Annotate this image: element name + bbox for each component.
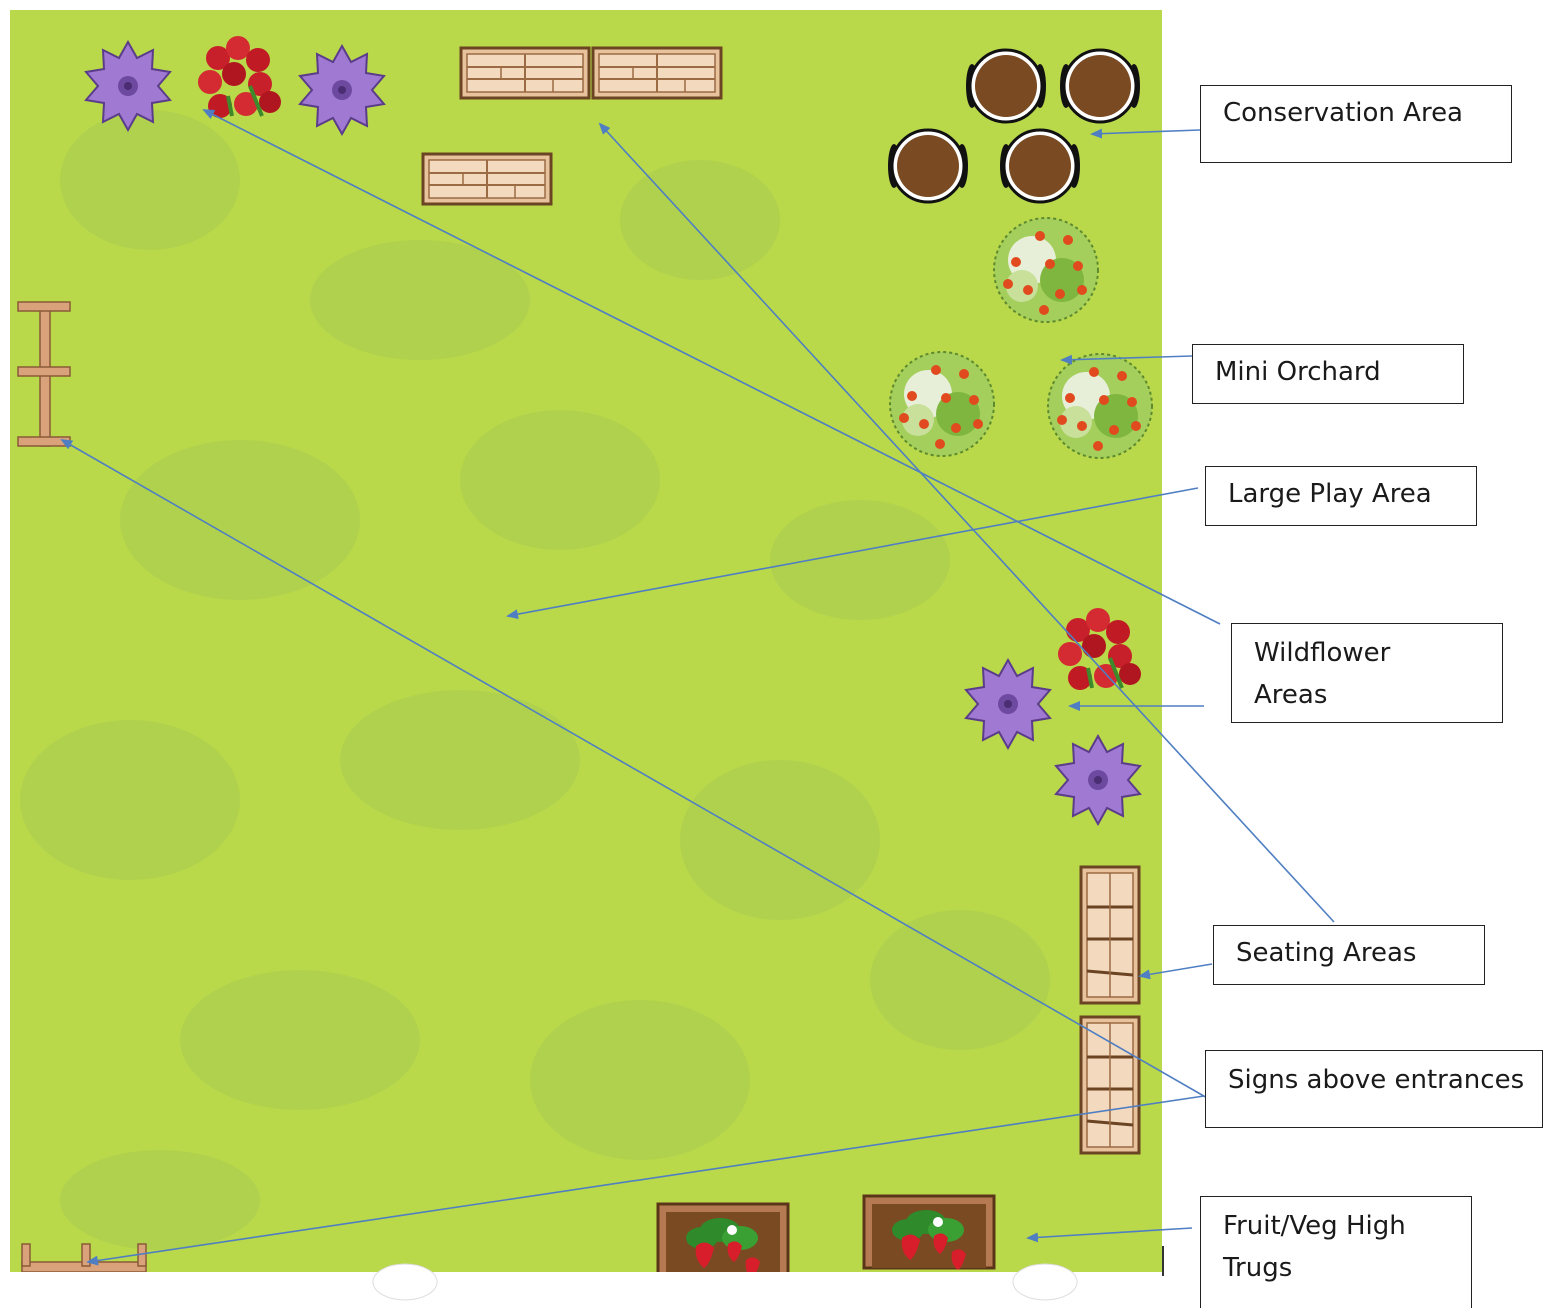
label-seating-text: Seating Areas [1236, 938, 1417, 968]
arrow-signs-left [60, 439, 1257, 1127]
arrow-play [506, 487, 1199, 620]
orchard-tree-3 [1047, 353, 1153, 459]
label-signs-entrances: Signs above entrances [1205, 1050, 1543, 1128]
scale-bar-strip [10, 1272, 1170, 1308]
label-conservation-area: Conservation Area [1200, 85, 1512, 163]
label-trugs-text-2: Trugs [1223, 1253, 1293, 1283]
trug-1 [656, 1202, 790, 1280]
grass-texture [20, 110, 1050, 1250]
arrow-conservation [1090, 128, 1201, 139]
bench-top-1 [459, 46, 591, 100]
label-signs-text: Signs above entrances [1228, 1065, 1525, 1095]
label-seating-areas: Seating Areas [1213, 925, 1485, 985]
label-play-text: Large Play Area [1228, 479, 1432, 509]
label-fruit-veg-trugs: Fruit/Veg High Trugs [1200, 1196, 1472, 1308]
label-mini-orchard: Mini Orchard [1192, 344, 1464, 404]
bench-right-2 [1079, 1015, 1141, 1155]
label-conservation-text: Conservation Area [1223, 98, 1463, 128]
arrow-seating-right [1138, 963, 1213, 980]
scale-bar-knob-right [1012, 1263, 1078, 1301]
label-wildflower-areas: Wildflower Areas [1231, 623, 1503, 723]
label-wildflower-text-1: Wildflower [1254, 638, 1391, 668]
bench-right-1 [1079, 865, 1141, 1005]
label-orchard-text: Mini Orchard [1215, 357, 1381, 387]
trug-2 [862, 1194, 996, 1272]
orchard-tree-1 [993, 217, 1099, 323]
label-large-play-area: Large Play Area [1205, 466, 1477, 526]
scale-bar-knob-left [372, 1263, 438, 1301]
bench-top-3 [421, 152, 553, 206]
arrow-seating-top [598, 122, 1335, 923]
orchard-tree-2 [889, 351, 995, 457]
arrow-orchard [1060, 354, 1193, 365]
bench-top-2 [591, 46, 723, 100]
arrow-trugs [1026, 1227, 1193, 1243]
label-wildflower-text-2: Areas [1254, 680, 1328, 710]
arrow-wildflower-topleft [202, 109, 1221, 625]
label-trugs-text-1: Fruit/Veg High [1223, 1211, 1406, 1241]
leader-arrows [60, 109, 1335, 1266]
arrow-signs-bottom [86, 1095, 1205, 1266]
